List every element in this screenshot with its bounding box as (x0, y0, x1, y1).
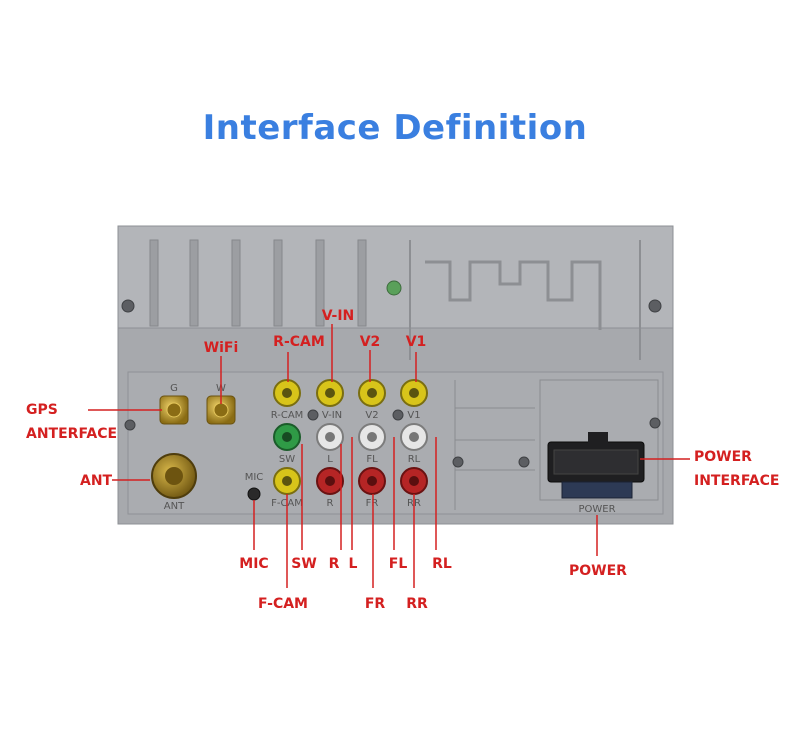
power-interface-callout-line1: POWER (694, 449, 752, 465)
leader-lines (88, 324, 690, 588)
ant-connector (151, 453, 197, 499)
power-interface-callout-line2: INTERFACE (694, 473, 779, 489)
power-port-label: POWER (578, 504, 615, 515)
rr-callout: RR (406, 596, 428, 612)
vin-port-label: V-IN (322, 410, 342, 421)
rca-fcam (273, 467, 301, 495)
rca-rl (400, 423, 428, 451)
anterface-callout: ANTERFACE (26, 426, 117, 442)
mic-port-label: MIC (245, 472, 264, 483)
rl-callout: RL (432, 556, 452, 572)
rca-sw (273, 423, 301, 451)
mounting-screws (121, 299, 662, 468)
sw-port-label: SW (279, 454, 295, 465)
rl-port-label: RL (408, 454, 421, 465)
wifi-callout: WiFi (204, 340, 239, 356)
heat-fins (149, 239, 641, 360)
l-port-label: L (327, 454, 333, 465)
ant-port-label: ANT (164, 501, 185, 512)
rca-vin (316, 379, 344, 407)
rca-rr (400, 467, 428, 495)
fcam-callout: F-CAM (258, 596, 308, 612)
ant-callout: ANT (80, 473, 113, 489)
fr-callout: FR (365, 596, 386, 612)
rcam-port-label: R-CAM (271, 410, 304, 421)
rca-v1 (400, 379, 428, 407)
fl-callout: FL (389, 556, 408, 572)
rca-r (316, 467, 344, 495)
rca-fl (358, 423, 386, 451)
v1-port-label: V1 (407, 410, 420, 421)
rcam-callout: R-CAM (273, 334, 325, 350)
power-bay (454, 379, 659, 510)
status-led (386, 280, 402, 296)
g-port-label: G (170, 383, 178, 394)
fr-port-label: FR (366, 498, 379, 509)
v2-callout: V2 (360, 334, 381, 350)
rca-v2 (358, 379, 386, 407)
l-callout: L (349, 556, 358, 572)
r-callout: R (329, 556, 340, 572)
rca-rcam (273, 379, 301, 407)
mic-callout: MIC (239, 556, 268, 572)
rca-fr (358, 467, 386, 495)
gps-callout: GPS (26, 402, 58, 418)
power-callout: POWER (569, 563, 627, 579)
gps-connector (159, 395, 189, 425)
page-title: Interface Definition (202, 108, 588, 148)
power-connector (547, 432, 645, 499)
mic-jack (247, 487, 261, 501)
v1-callout: V1 (406, 334, 427, 350)
sw-callout: SW (291, 556, 317, 572)
r-port-label: R (327, 498, 334, 509)
fl-port-label: FL (366, 454, 378, 465)
vin-callout: V-IN (322, 308, 355, 324)
rca-l (316, 423, 344, 451)
v2-port-label: V2 (365, 410, 378, 421)
